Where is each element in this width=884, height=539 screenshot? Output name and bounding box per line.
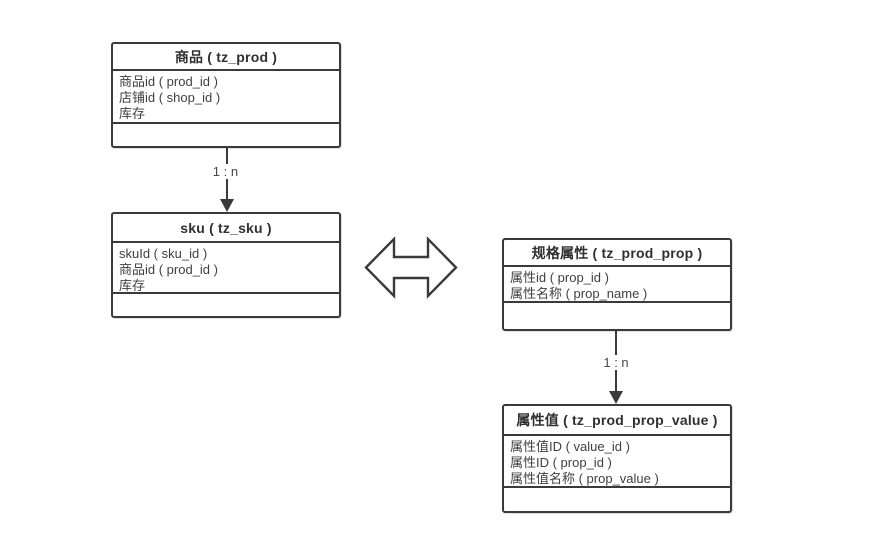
arrow-down-icon xyxy=(220,199,234,212)
entity-prod-prop-value: 属性值 ( tz_prod_prop_value ) 属性值ID ( value… xyxy=(502,404,732,513)
entity-field: 属性id ( prop_id ) xyxy=(510,270,609,285)
entity-field: 属性值ID ( value_id ) xyxy=(510,439,630,454)
relation-cardinality-label: 1 : n xyxy=(209,164,242,179)
double-arrow-icon xyxy=(364,236,458,299)
entity-field: 店铺id ( shop_id ) xyxy=(119,90,221,105)
entity-field: 商品id ( prod_id ) xyxy=(119,74,218,89)
entity-prod: 商品 ( tz_prod ) 商品id ( prod_id ) 店铺id ( s… xyxy=(111,42,341,148)
entity-prod-prop-value-empty-section xyxy=(504,488,730,511)
entity-field: 库存 xyxy=(119,278,146,293)
entity-prod-fields: 商品id ( prod_id ) 店铺id ( shop_id ) 库存 xyxy=(113,71,339,124)
relation-prod-sku: 1 : n xyxy=(209,148,242,212)
entity-field: 商品id ( prod_id ) xyxy=(119,262,218,277)
relation-cardinality-label: 1 : n xyxy=(600,355,632,370)
entity-sku-title: sku ( tz_sku ) xyxy=(113,214,339,243)
entity-field: 属性名称 ( prop_name ) xyxy=(510,286,648,301)
entity-prod-prop-empty-section xyxy=(504,303,730,329)
entity-prod-title: 商品 ( tz_prod ) xyxy=(113,44,339,71)
entity-field: 属性ID ( prop_id ) xyxy=(510,455,612,470)
entity-prod-prop-title: 规格属性 ( tz_prod_prop ) xyxy=(504,240,730,267)
entity-prod-prop-value-fields: 属性值ID ( value_id ) 属性ID ( prop_id ) 属性值名… xyxy=(504,436,730,488)
entity-prod-prop-fields: 属性id ( prop_id ) 属性名称 ( prop_name ) xyxy=(504,267,730,303)
entity-prod-prop: 规格属性 ( tz_prod_prop ) 属性id ( prop_id ) 属… xyxy=(502,238,732,331)
entity-sku-empty-section xyxy=(113,294,339,316)
entity-field: 库存 xyxy=(119,106,146,121)
entity-sku-fields: skuId ( sku_id ) 商品id ( prod_id ) 库存 xyxy=(113,243,339,294)
entity-prod-prop-value-title: 属性值 ( tz_prod_prop_value ) xyxy=(504,406,730,436)
arrow-down-icon xyxy=(609,391,623,404)
entity-prod-empty-section xyxy=(113,124,339,146)
relation-prop-value: 1 : n xyxy=(600,331,632,404)
entity-field: 属性值名称 ( prop_value ) xyxy=(510,471,659,486)
entity-field: skuId ( sku_id ) xyxy=(119,246,208,261)
entity-sku: sku ( tz_sku ) skuId ( sku_id ) 商品id ( p… xyxy=(111,212,341,318)
